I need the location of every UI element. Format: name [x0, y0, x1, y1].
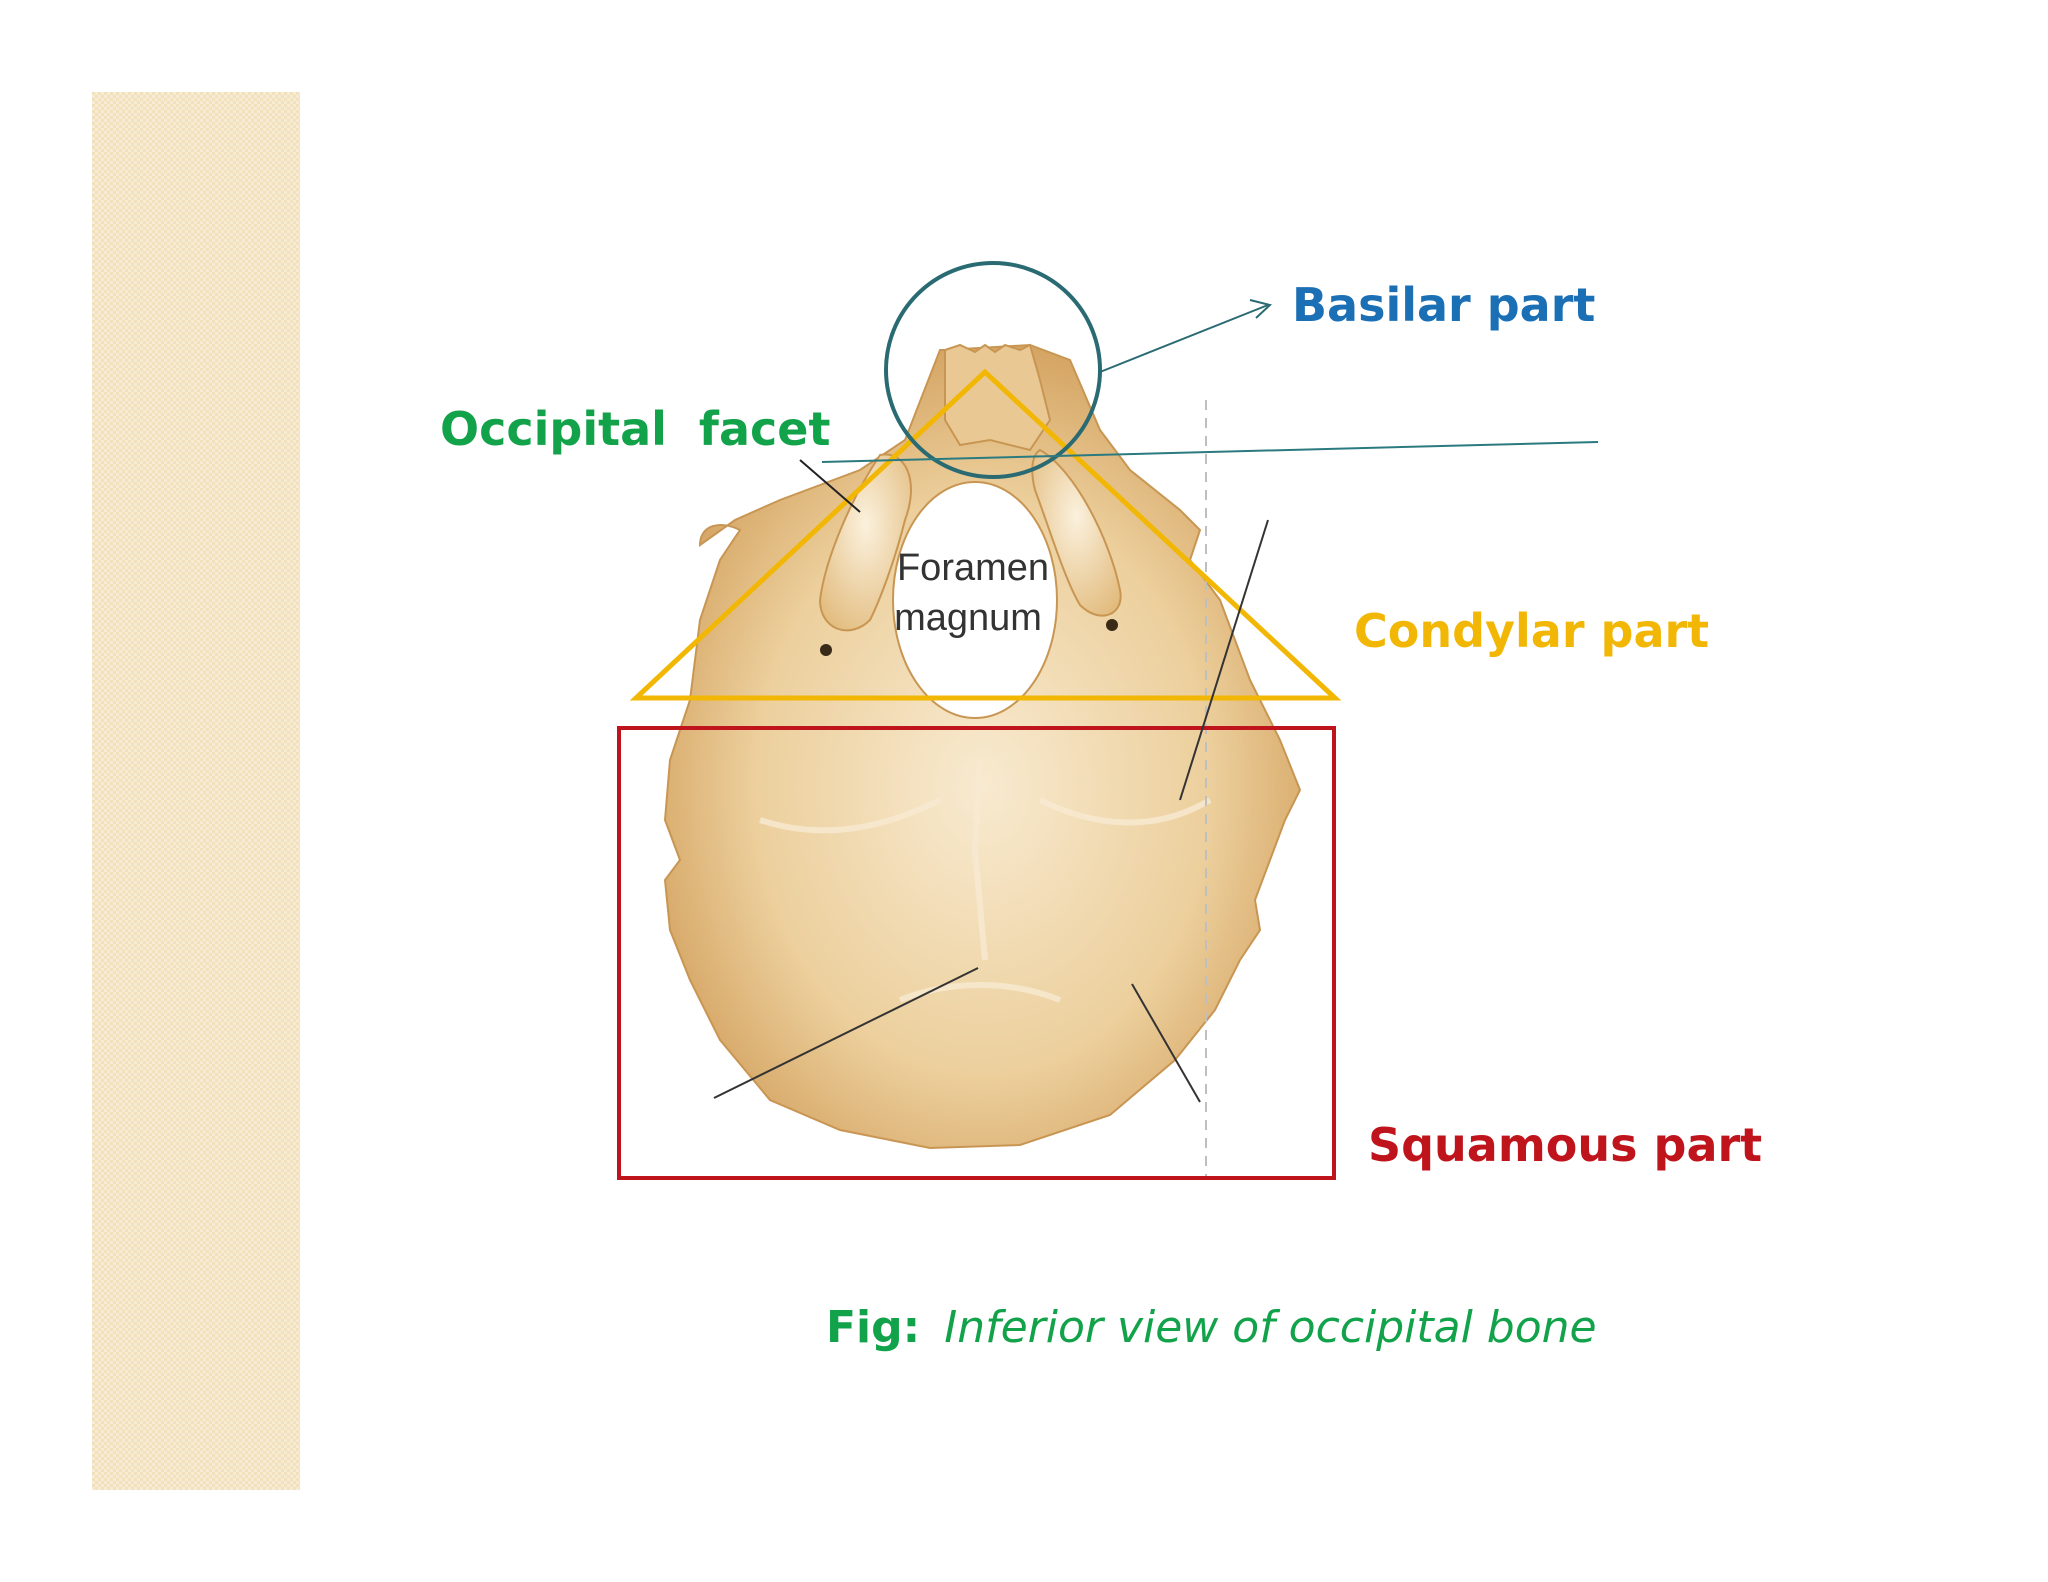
- basilar-process-illustration: [944, 343, 1052, 452]
- figure-caption: Fig: Inferior view of occipital bone: [826, 1302, 1597, 1353]
- basilar-part-circle-outline: [884, 261, 1102, 479]
- condylar-part-triangle-outline: [629, 368, 1342, 701]
- squamous-part-label: Squamous part: [1368, 1118, 1763, 1172]
- foramen-magnum-label-line1: Foramen: [897, 547, 1049, 589]
- basilar-part-label: Basilar part: [1292, 278, 1596, 332]
- left-condylar-canal: [820, 644, 832, 656]
- right-condylar-canal: [1106, 619, 1118, 631]
- basilar-pointer-line: [1099, 304, 1269, 373]
- pointer-line-center-lower: [713, 967, 979, 1099]
- pointer-line-right-upper: [1179, 519, 1269, 801]
- basilar-arrowhead: [1249, 299, 1273, 319]
- side-decorative-band: [92, 92, 300, 1490]
- occipital-facet-label: Occipital facet: [440, 402, 831, 456]
- foramen-magnum-opening: [892, 481, 1058, 719]
- left-condyle-illustration: [818, 453, 912, 632]
- occipital-facet-pointer-line: [799, 459, 861, 513]
- condylar-part-label: Condylar part: [1354, 604, 1710, 658]
- pointer-line-right-lower: [1131, 983, 1201, 1103]
- figure-caption-label: Fig:: [826, 1302, 921, 1353]
- bone-ridge-lines: [759, 759, 1212, 1003]
- figure-caption-text: Inferior view of occipital bone: [944, 1302, 1597, 1353]
- squamous-part-rectangle-outline: [617, 726, 1336, 1180]
- occipital-bone-illustration: [663, 343, 1302, 1150]
- horizontal-reference-line: [821, 441, 1599, 463]
- foramen-magnum-label-line2: magnum: [894, 597, 1042, 639]
- right-condyle-illustration: [1031, 448, 1122, 617]
